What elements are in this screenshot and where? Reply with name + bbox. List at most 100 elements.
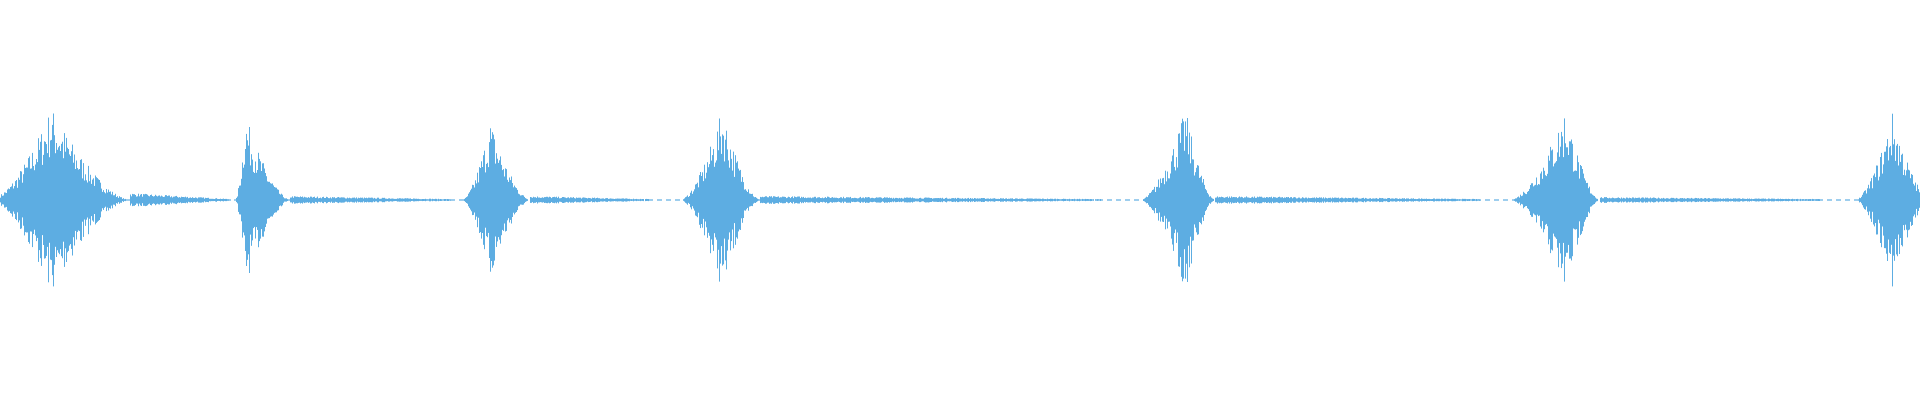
waveform-bar [763,197,764,203]
waveform-bar [1025,199,1026,201]
waveform-bar [945,198,946,202]
waveform-bar [844,198,845,202]
waveform-bar [725,139,726,261]
waveform-bar [1780,198,1781,202]
waveform-bar [618,198,619,202]
waveform-bar [152,196,153,204]
waveform-bar [1460,199,1461,201]
waveform-bar [1581,166,1582,234]
waveform-bar [841,197,842,203]
waveform-bar [49,157,50,243]
waveform-bar [251,154,252,246]
waveform-bar [1454,198,1455,202]
waveform-bar [640,198,641,202]
waveform-bar [1265,197,1266,203]
waveform-bar [732,170,733,230]
waveform-bar [1637,197,1638,202]
waveform-bar [83,163,84,237]
waveform-bar [70,156,71,245]
waveform-bar [1055,198,1056,202]
waveform-bar [203,197,204,203]
waveform-bar [1562,136,1563,264]
waveform-bar [734,176,735,224]
waveform-bar [243,167,244,233]
waveform-bar [1391,198,1392,202]
waveform-bar [1892,113,1893,287]
waveform-bar [217,198,218,201]
waveform-bar [223,198,224,202]
waveform-bar [290,197,291,203]
waveform-bar [543,197,544,203]
waveform-bar [238,188,239,212]
waveform-bar [1181,123,1182,277]
waveform-bar [367,198,368,202]
waveform-bar [1405,199,1406,201]
waveform-bar [1707,198,1708,202]
waveform-bar [1358,198,1359,202]
waveform-bar [1827,199,1828,201]
waveform-bar [858,198,859,202]
waveform-bar [150,195,151,205]
waveform-bar [1573,171,1574,229]
waveform-bar [422,199,423,202]
waveform-bar [24,164,25,236]
waveform-bar [1336,197,1337,203]
waveform-bar [1458,199,1459,201]
waveform-bar [1868,184,1869,216]
waveform-bar [550,197,551,203]
waveform-bar [1296,198,1297,202]
waveform-bar [1715,198,1716,202]
waveform-bar [1666,198,1667,202]
waveform-bar [334,197,335,203]
waveform-bar [1368,198,1369,202]
waveform-bar [1001,198,1002,202]
waveform-bar [1776,199,1777,202]
waveform-bar [1080,199,1081,201]
waveform-bar [1822,199,1823,201]
waveform-bar [1399,198,1400,202]
waveform-bar [305,197,306,203]
waveform-bar [286,198,287,202]
waveform-bar [1612,197,1613,203]
waveform-bar [1504,199,1505,201]
waveform-bar [790,198,791,202]
waveform-bar [162,196,163,204]
waveform-bar [1679,198,1680,202]
waveform-bar [445,199,446,201]
waveform-bar [1009,198,1010,202]
waveform-bar [1310,198,1311,202]
waveform-bar [1623,197,1624,203]
waveform-bar [986,198,987,202]
waveform-bar [1192,159,1193,241]
waveform-bar [1653,197,1654,203]
waveform-bar [64,133,65,267]
waveform-bar [904,197,905,203]
waveform-bar [1097,199,1098,201]
waveform-bar [1796,199,1797,201]
waveform-bar [91,183,92,217]
waveform-bar [931,198,932,202]
waveform-bar [1551,150,1552,250]
waveform-bar [1302,197,1303,203]
waveform-bar [979,198,980,202]
waveform-bar [1905,175,1906,225]
waveform-bar [228,199,229,201]
waveform-bar [332,197,333,203]
waveform-bar [544,197,545,203]
waveform-bar [22,182,23,218]
waveform-bar [1704,198,1705,202]
waveform-bar [698,187,699,213]
waveform-bar [187,196,188,204]
waveform-bar [911,198,912,202]
waveform-bar [1170,173,1171,227]
waveform-bar [1872,188,1873,212]
waveform-bar [414,198,415,202]
waveform-bar [1424,198,1425,202]
waveform-bar [781,197,782,203]
waveform-bar [284,198,285,202]
waveform-bar [1422,198,1423,202]
waveform-bar [1418,198,1419,202]
waveform-bar [762,196,763,204]
